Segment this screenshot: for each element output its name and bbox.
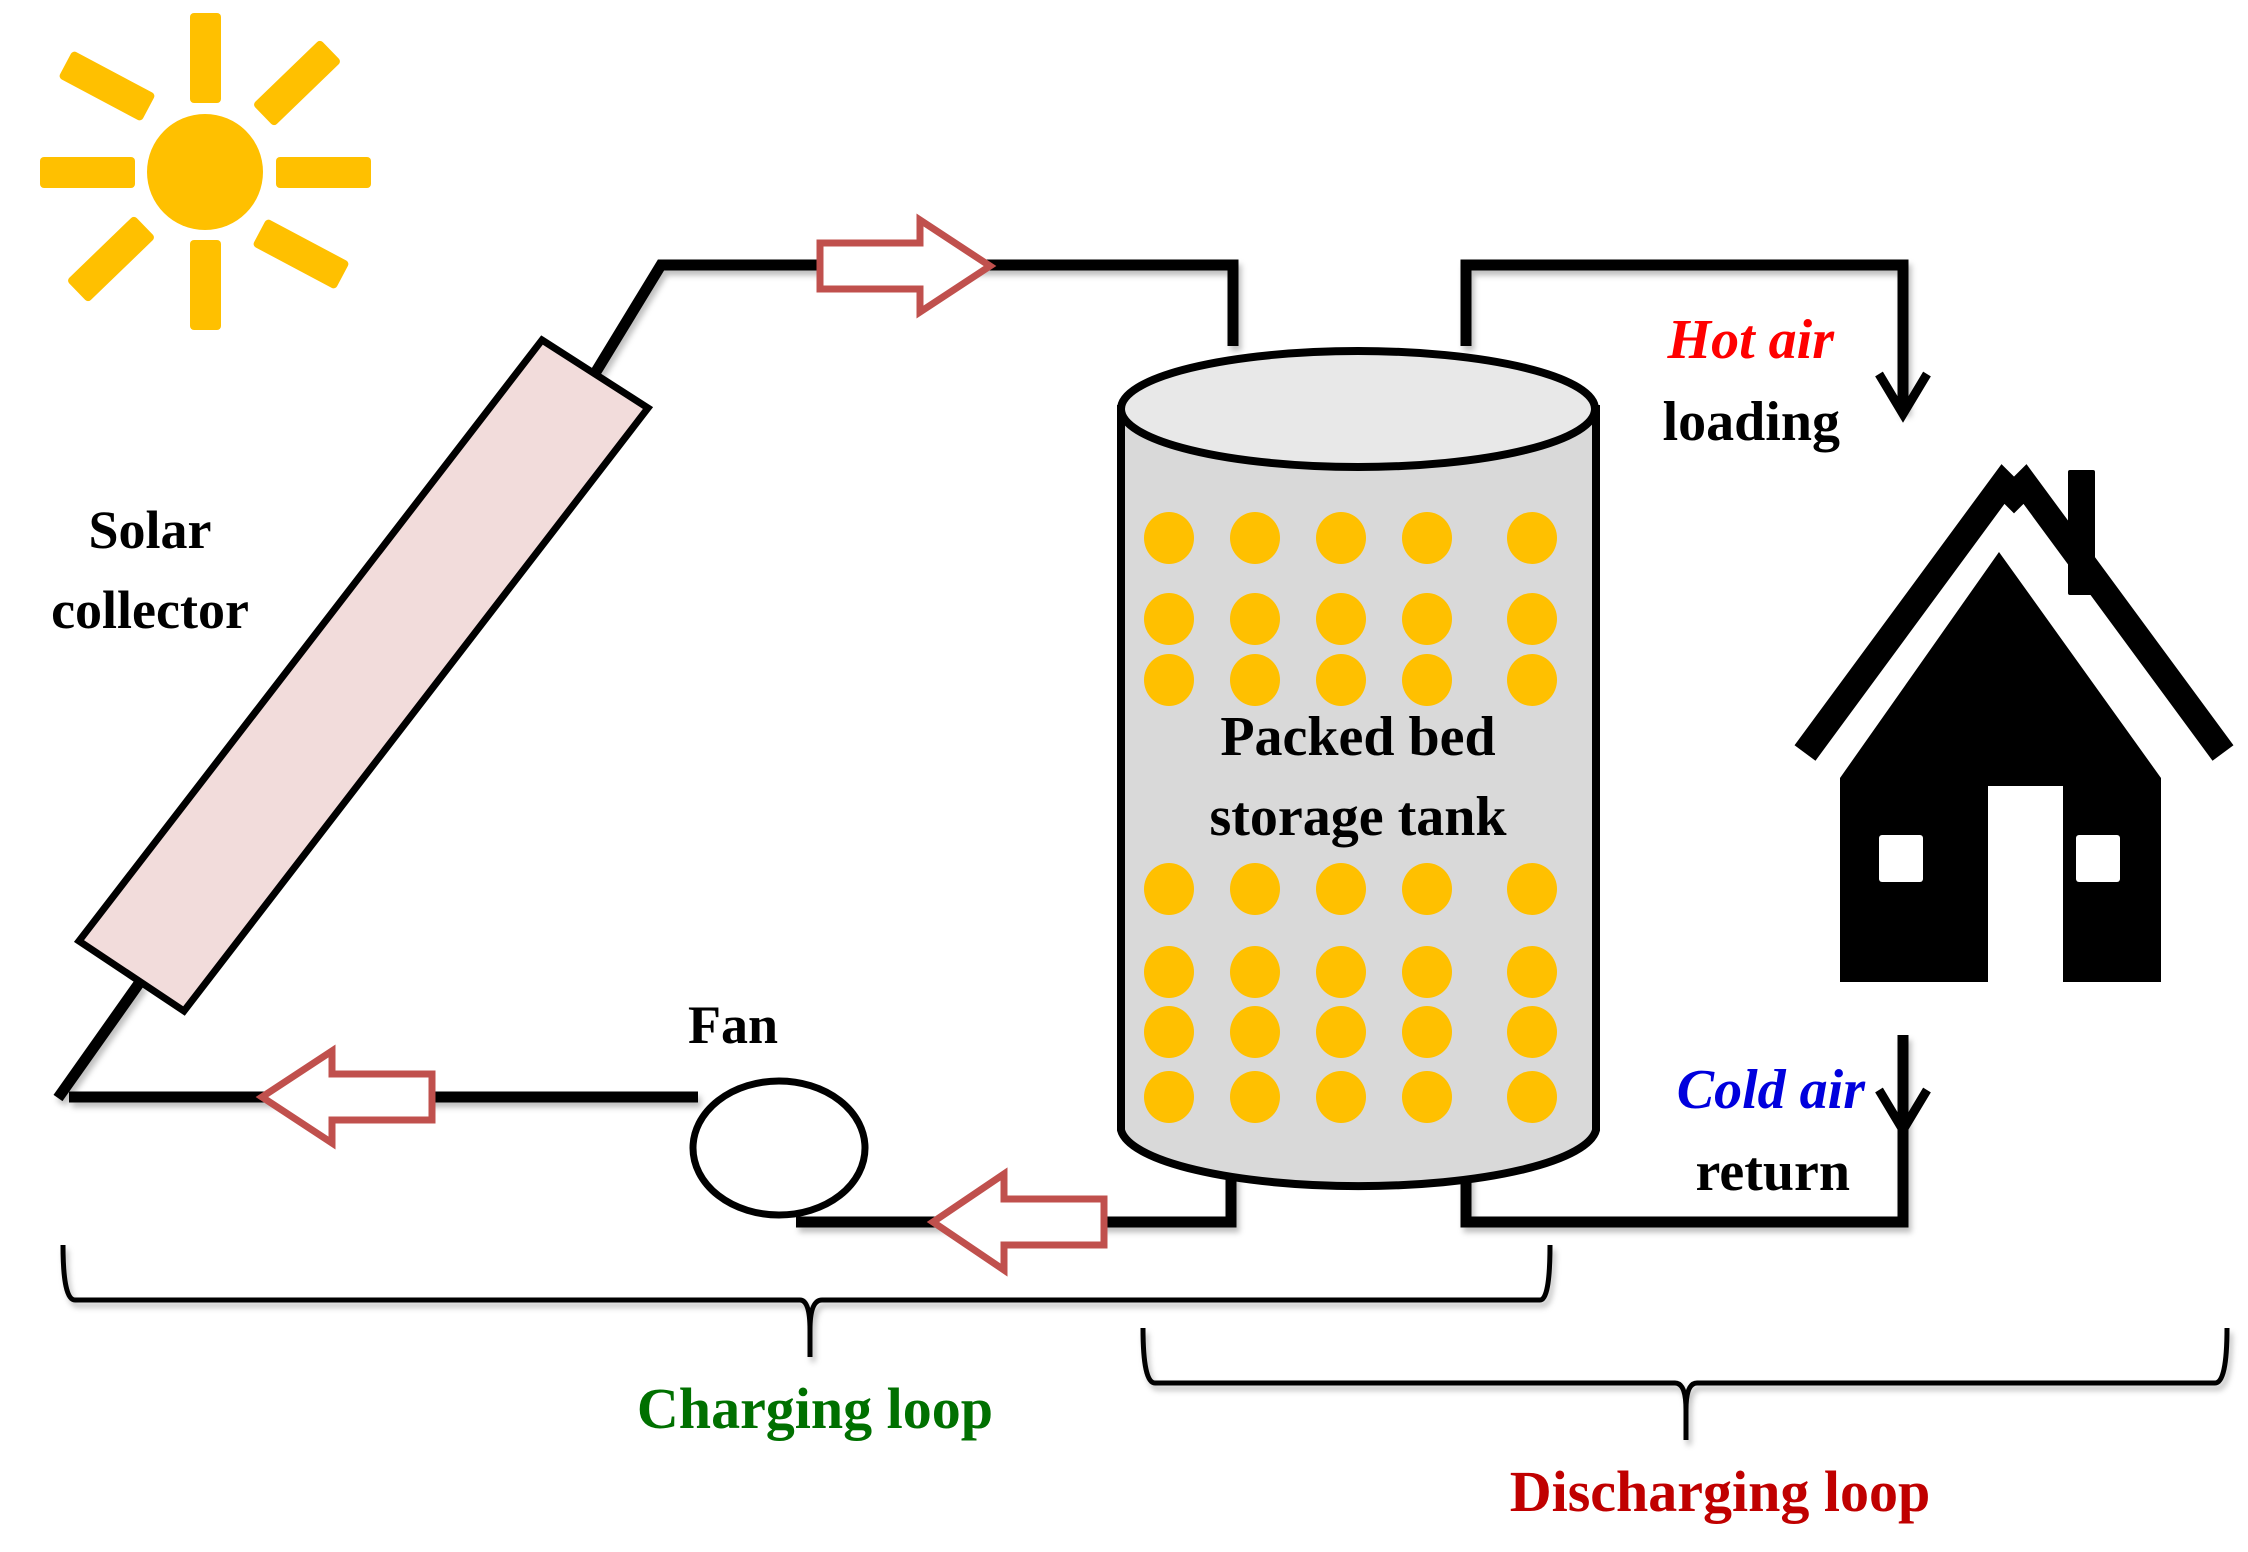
storage-particle <box>1316 1071 1366 1123</box>
pipe-collector-bottom <box>53 978 145 1102</box>
tank-label-line2: storage tank <box>1209 786 1507 848</box>
storage-particle <box>1402 1006 1452 1058</box>
fan-label: Fan <box>688 995 778 1055</box>
storage-particle <box>1507 512 1557 564</box>
storage-particle <box>1316 946 1366 998</box>
storage-particle <box>1316 863 1366 915</box>
solar-collector <box>73 335 654 1016</box>
house-icon <box>1794 464 2234 982</box>
storage-particle <box>1402 593 1452 645</box>
storage-particle <box>1402 512 1452 564</box>
discharging-loop-label: Discharging loop <box>1510 1459 1931 1524</box>
storage-particle <box>1402 1071 1452 1123</box>
storage-particle <box>1144 863 1194 915</box>
storage-particle <box>1507 863 1557 915</box>
solar-collector-label-line2: collector <box>51 580 249 640</box>
storage-particle <box>1230 863 1280 915</box>
storage-particle <box>1230 654 1280 706</box>
fan-icon <box>689 1077 869 1219</box>
cold-air-arrowhead-icon <box>1875 1087 1931 1139</box>
storage-particle <box>1144 946 1194 998</box>
hot-air-arrowhead-icon <box>1875 371 1931 423</box>
charging-loop-label: Charging loop <box>637 1376 993 1441</box>
storage-particle <box>1507 1071 1557 1123</box>
storage-particle <box>1507 1006 1557 1058</box>
solar-collector-label-line1: Solar <box>88 500 211 560</box>
storage-particle <box>1507 946 1557 998</box>
storage-particle <box>1144 593 1194 645</box>
storage-particle <box>1144 654 1194 706</box>
storage-particle <box>1316 512 1366 564</box>
storage-particle <box>1230 593 1280 645</box>
storage-particle <box>1507 593 1557 645</box>
storage-particle <box>1402 654 1452 706</box>
storage-particle <box>1230 1071 1280 1123</box>
return-label: return <box>1696 1141 1851 1203</box>
storage-particle <box>1144 1071 1194 1123</box>
cold-air-label: Cold air <box>1677 1059 1866 1121</box>
flow-arrow-icon-top <box>816 213 997 319</box>
storage-particle <box>1230 946 1280 998</box>
flow-arrow-icon-collector-return <box>255 1044 436 1150</box>
loading-label: loading <box>1663 391 1840 453</box>
pipe-tank-to-house <box>1460 259 1909 412</box>
storage-particle <box>1402 863 1452 915</box>
storage-particle <box>1230 1006 1280 1058</box>
flow-arrow-icon-tank-to-fan <box>926 1167 1108 1277</box>
storage-particle <box>1144 1006 1194 1058</box>
storage-particle <box>1402 946 1452 998</box>
storage-particle <box>1144 512 1194 564</box>
tank-label-line1: Packed bed <box>1220 706 1495 768</box>
charging-loop-brace <box>60 1244 1553 1357</box>
hot-air-label: Hot air <box>1667 309 1836 371</box>
storage-particles <box>1144 512 1557 1123</box>
sun-icon <box>40 13 371 330</box>
storage-particle <box>1230 512 1280 564</box>
storage-particle <box>1507 654 1557 706</box>
packed-bed-storage-tank <box>1117 347 1600 1191</box>
storage-particle <box>1316 1006 1366 1058</box>
storage-particle <box>1316 593 1366 645</box>
discharging-loop-brace <box>1140 1327 2230 1440</box>
storage-particle <box>1316 654 1366 706</box>
